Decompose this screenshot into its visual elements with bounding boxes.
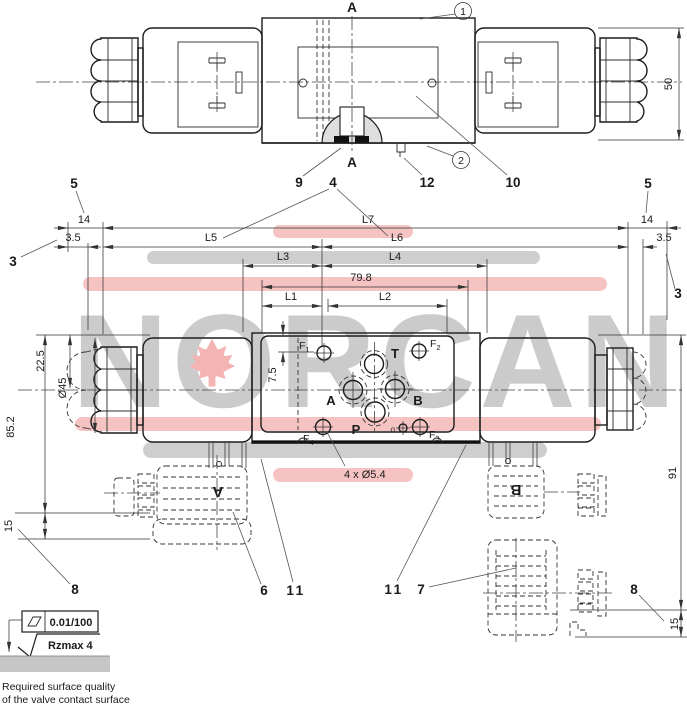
solenoid-left-top	[142, 27, 263, 134]
surface-note-line2: of the valve contact surface	[2, 694, 130, 706]
callout-12: 12	[419, 175, 434, 190]
label-port-b: B	[413, 393, 422, 408]
holes-note: 4 x Ø5.4	[344, 469, 386, 481]
callout-11-left: 11	[286, 583, 305, 598]
port-t-hole	[363, 353, 385, 375]
label-f2: F2	[430, 338, 441, 352]
port-pattern	[313, 341, 430, 437]
maple-leaf-icon	[189, 338, 235, 387]
side-dims: 85.2 22.5 Ø45 15 91 15	[3, 334, 687, 638]
port-face	[260, 335, 455, 433]
balloon-1-label: 1	[460, 6, 466, 18]
dim-7-5: 7.5	[267, 367, 279, 382]
surface-bar	[0, 656, 110, 672]
connector-a-label: A	[212, 483, 223, 500]
label-f4: F4	[303, 433, 314, 447]
dim-15-right: 15	[669, 618, 681, 630]
dim-50: 50	[663, 78, 675, 90]
label-f3: F3	[429, 429, 440, 443]
top-view: A A 50 1 2 9 4 12 10 5 5	[36, 0, 684, 239]
flatness-icon	[27, 616, 42, 627]
callout-8-left: 8	[71, 582, 79, 597]
label-port-a: A	[326, 393, 336, 408]
callout-11-right: 11	[384, 582, 403, 597]
callout-8-right: 8	[630, 582, 638, 597]
dim-l3: L3	[277, 251, 289, 263]
dim-14-right: 14	[641, 214, 653, 226]
dim-85-2: 85.2	[5, 416, 17, 437]
label-port-p: P	[352, 422, 361, 437]
dim-91: 91	[667, 467, 679, 479]
surface-note-line1: Required surface quality	[2, 681, 116, 693]
connector-a-group: A	[104, 455, 252, 550]
dim-l2: L2	[379, 291, 391, 303]
solenoid-right-top	[474, 27, 596, 134]
knurled-nut-right-top	[599, 37, 648, 123]
dim-l1: L1	[285, 291, 297, 303]
dim-15-left: 15	[3, 520, 15, 532]
dim-3p5-right: 3.5	[656, 232, 671, 244]
section-label-bottom: A	[347, 155, 357, 170]
dim-l5: L5	[205, 232, 217, 244]
callout-4: 4	[329, 175, 337, 190]
callout-9: 9	[295, 175, 303, 190]
surface-quality: 0.01/100 Rzmax 4 Required surface qualit…	[0, 610, 130, 706]
callout-3-left: 3	[9, 254, 17, 269]
manual-override-nut-left	[90, 37, 139, 123]
dim-l4: L4	[389, 251, 401, 263]
dim-l7: L7	[362, 214, 374, 226]
nameplate	[297, 46, 439, 119]
dim-79-8: 79.8	[350, 272, 371, 284]
watermark-layer: NORCAN	[72, 225, 680, 482]
dim-3p5-left: 3.5	[65, 232, 80, 244]
callout-3-right: 3	[674, 286, 682, 301]
dim-l6: L6	[391, 232, 403, 244]
watermark-text: NORCAN	[72, 288, 680, 436]
callout-7: 7	[417, 582, 425, 597]
bottom-callouts: 8 6 11 11 7 8	[17, 444, 665, 622]
label-f1: F1	[299, 340, 310, 354]
balloon-2	[452, 151, 470, 169]
connector-side-view	[483, 538, 612, 642]
dim-14-left: 14	[78, 214, 90, 226]
roughness-icon	[17, 633, 100, 659]
section-label-top: A	[347, 0, 357, 15]
callout-6: 6	[260, 583, 268, 598]
dimension-chains: 14 L7 14 3.5 L5 L6 3.5 L3 L4 79.8 L1 L2 …	[9, 214, 682, 347]
dim-dia45: Ø45	[57, 378, 69, 399]
port-p-hole	[364, 401, 386, 423]
connector-b-label: B	[510, 481, 521, 498]
knurled-nut-right-front	[606, 347, 634, 431]
flatness-value: 0.01/100	[50, 617, 93, 629]
dim-22-5: 22.5	[35, 350, 47, 371]
detail-dims: 7.5 4 x Ø5.4	[267, 321, 386, 481]
label-port-t: T	[391, 346, 399, 361]
callout-5-right: 5	[644, 176, 652, 191]
callout-10: 10	[505, 175, 520, 190]
callout-5-left: 5	[70, 176, 78, 191]
roughness-value: Rzmax 4	[48, 640, 94, 652]
label-port-g: G	[390, 427, 395, 434]
connector-b-group: B	[487, 465, 607, 519]
balloon-1	[454, 2, 472, 20]
balloon-2-label: 2	[458, 155, 464, 167]
port-labels: F1 F2 T A B P G F3 F4	[299, 338, 441, 447]
